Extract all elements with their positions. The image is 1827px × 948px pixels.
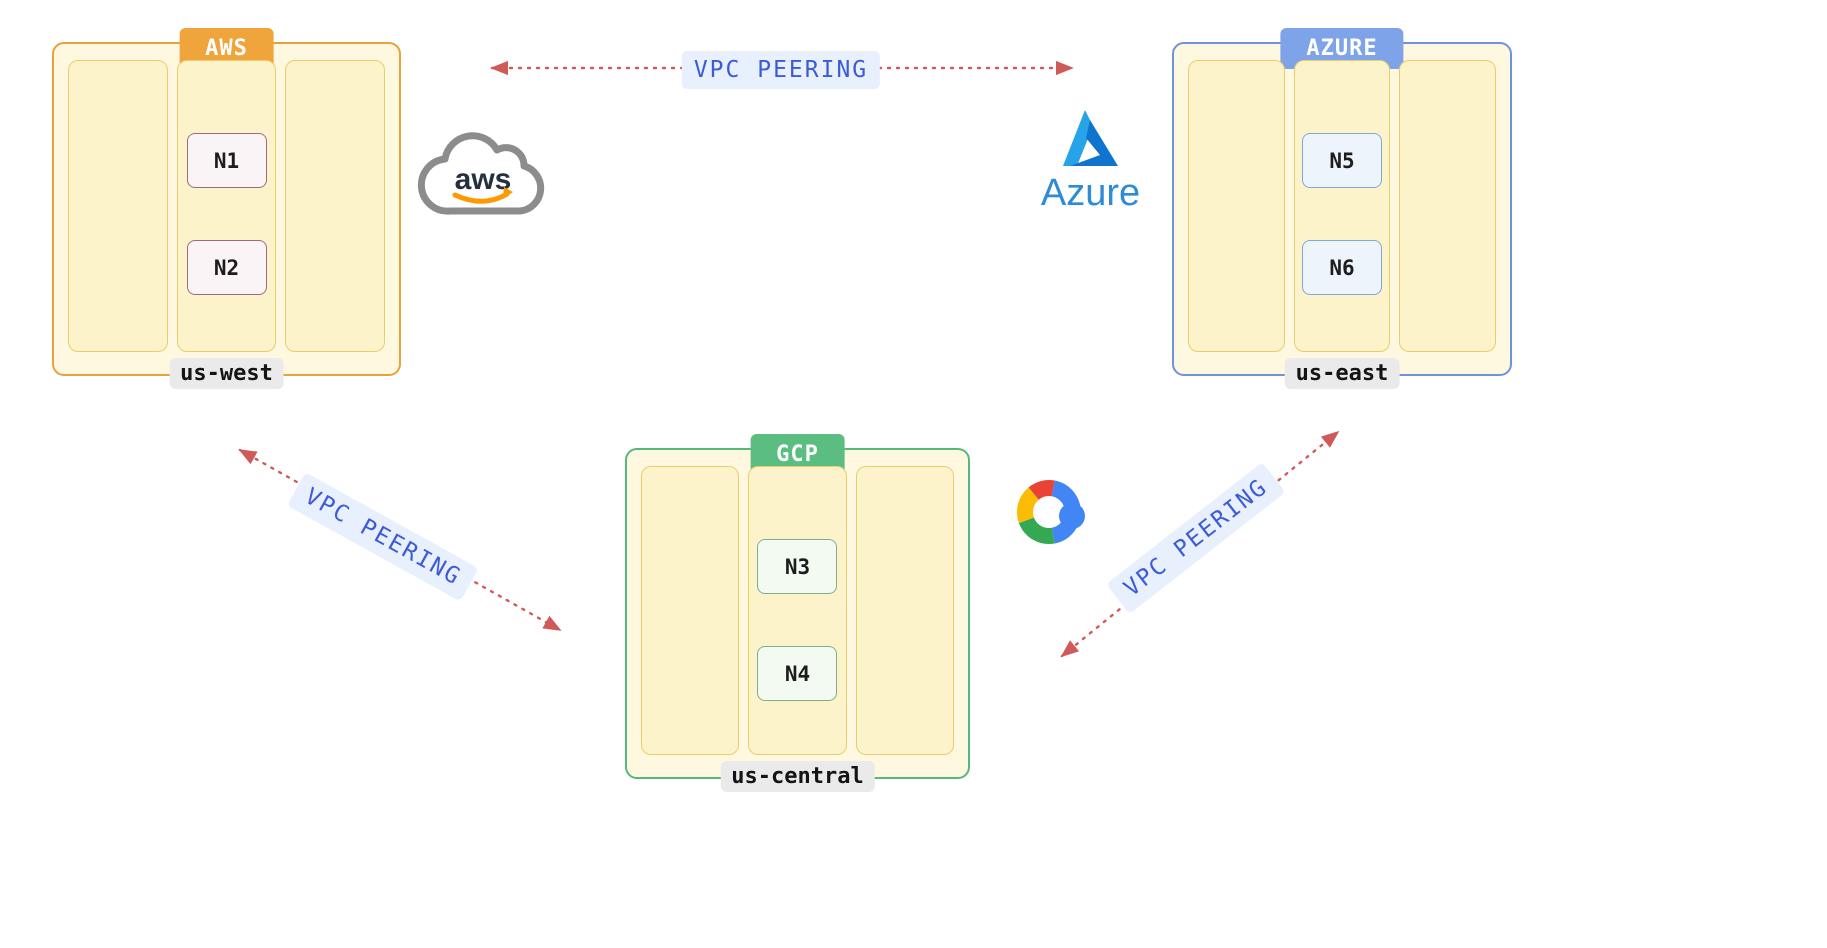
node-n4: N4: [757, 646, 838, 701]
cluster-azure-subnets: N5 N6: [1188, 60, 1497, 352]
gcp-subnet-right: [855, 466, 954, 755]
azure-subnet-middle: N5 N6: [1293, 60, 1391, 352]
node-n6: N6: [1302, 240, 1382, 295]
aws-logo-icon: aws: [408, 125, 558, 235]
azure-subnet-left: [1188, 60, 1285, 352]
cluster-aws: AWS N1 N2 us-west: [52, 28, 401, 389]
cluster-gcp-subnets: N3 N4: [641, 466, 954, 755]
cluster-aws-subnets: N1 N2: [68, 60, 386, 352]
aws-subnet-middle: N1 N2: [176, 60, 277, 352]
gcp-subnet-middle: N3 N4: [748, 466, 847, 755]
node-n3: N3: [757, 539, 838, 594]
node-n2: N2: [186, 240, 267, 295]
aws-logo-text: aws: [455, 163, 512, 196]
gcp-subnet-left: [641, 466, 740, 755]
node-n5: N5: [1302, 133, 1382, 188]
cluster-azure: AZURE N5 N6 us-east: [1172, 28, 1512, 389]
aws-region-label: us-west: [169, 358, 284, 389]
aws-subnet-left: [68, 60, 168, 352]
azure-logo-text: Azure: [1040, 172, 1141, 214]
aws-subnet-right: [285, 60, 386, 352]
edge-aws-gcp: [238, 448, 562, 632]
gcp-region-label: us-central: [720, 761, 875, 792]
azure-logo-icon: Azure: [1028, 108, 1153, 216]
gcp-logo-icon: [993, 463, 1105, 561]
azure-subnet-right: [1399, 60, 1497, 352]
edge-gcp-azure: [1060, 430, 1340, 658]
node-n1: N1: [186, 133, 267, 188]
azure-region-label: us-east: [1284, 358, 1400, 389]
cluster-gcp: GCP N3 N4 us-central: [625, 434, 970, 792]
edge-label-aws-azure: VPC PEERING: [681, 51, 881, 89]
